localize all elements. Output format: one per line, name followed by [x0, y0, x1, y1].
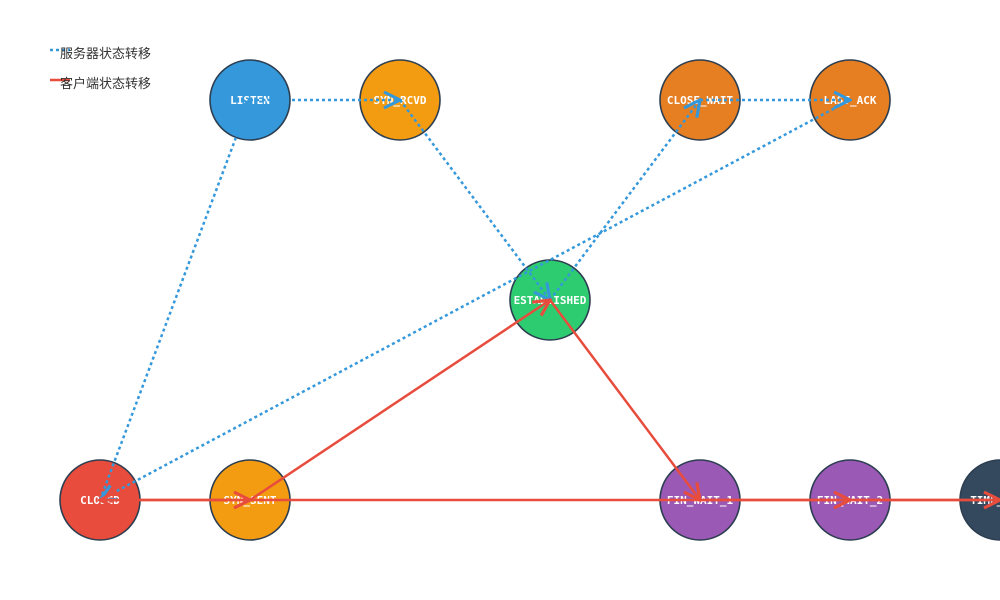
legend-label-client: 客户端状态转移	[60, 76, 151, 92]
nodes: LISTENSYN_RCVDCLOSE_WAITLAST_ACKESTABLIS…	[59, 59, 1000, 541]
legend-item-server: 服务器状态转移	[50, 46, 151, 62]
transition-last-ack-to-closed	[100, 98, 851, 500]
transition-syn-sent-to-established	[249, 300, 550, 502]
edges	[100, 100, 1000, 500]
transition-established-to-fin-wait-1	[549, 299, 700, 500]
transition-closed-to-listen	[98, 100, 250, 501]
transition-established-to-close-wait	[549, 100, 700, 301]
legend-label-server: 服务器状态转移	[60, 46, 151, 62]
transition-syn-rcvd-to-established	[399, 99, 550, 300]
legend-item-client: 客户端状态转移	[50, 76, 151, 92]
legend: 服务器状态转移 客户端状态转移	[50, 46, 151, 92]
